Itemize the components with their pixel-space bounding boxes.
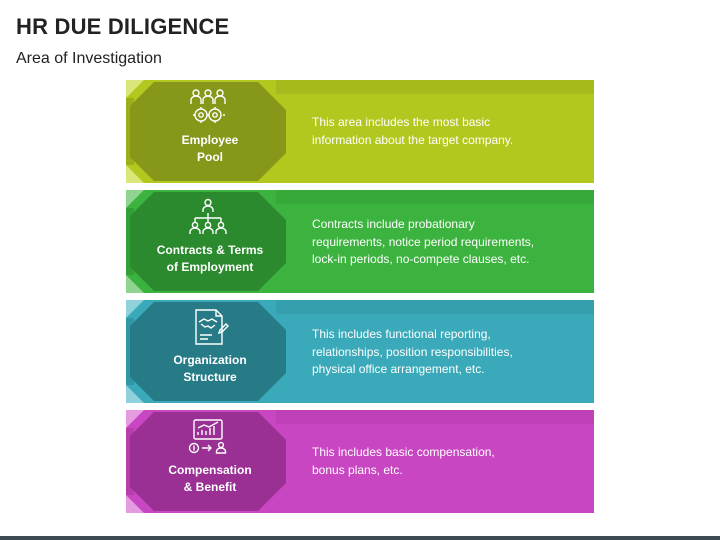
- org-hierarchy-icon: [189, 198, 227, 234]
- handshake-document-icon: [195, 309, 229, 345]
- row-compensation-benefit: Compensation& Benefit This includes basi…: [126, 410, 594, 513]
- row-label: Compensation& Benefit: [168, 463, 252, 494]
- octagon-badge: [130, 302, 286, 401]
- octagon-badge: [130, 192, 286, 291]
- page-subtitle: Area of Investigation: [16, 50, 162, 67]
- slide-footer-bar: [0, 536, 720, 540]
- compensation-chart-icon: [188, 419, 227, 454]
- octagon-badge: [130, 412, 286, 511]
- octagon-badge: [130, 82, 286, 181]
- team-gears-icon: [190, 89, 226, 123]
- page-title: HR DUE DILIGENCE: [16, 14, 230, 39]
- row-description: This includes functional reporting,relat…: [312, 327, 513, 376]
- row-description: This includes basic compensation,bonus p…: [312, 445, 495, 477]
